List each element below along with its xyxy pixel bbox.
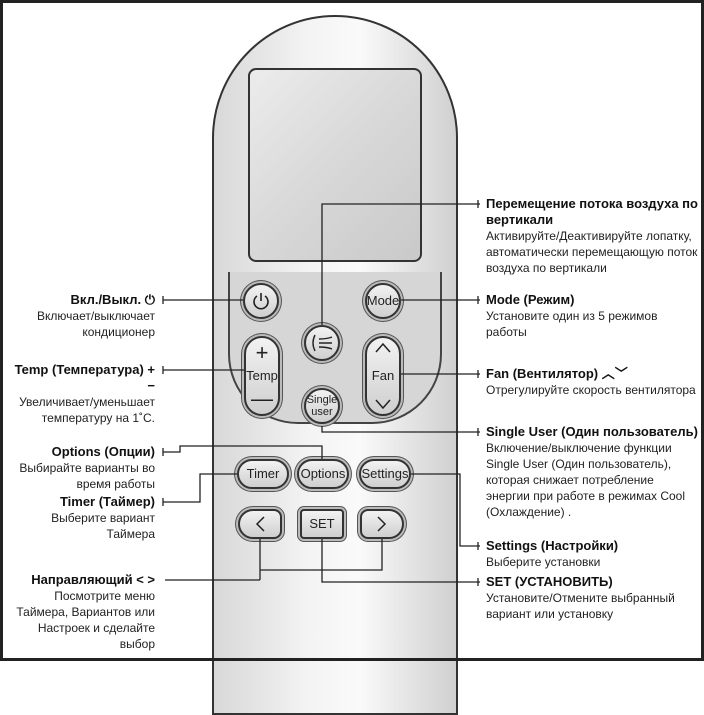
minus-icon: — <box>251 386 273 411</box>
chevron-right-icon <box>377 516 387 532</box>
fan-button[interactable]: Fan <box>365 336 401 416</box>
temp-callout: Temp (Температура) + −Увеличивает/уменьш… <box>14 362 155 425</box>
timer-callout: Timer (Таймер)Выберите вариант Таймера <box>51 494 155 541</box>
single-user-button[interactable]: Single user <box>304 388 340 424</box>
mode-callout: Mode (Режим)Установите один из 5 режимов… <box>486 292 658 339</box>
remote-display <box>248 68 422 262</box>
chevron-left-icon <box>255 516 265 532</box>
mode-button[interactable]: Mode <box>365 283 401 319</box>
options-button[interactable]: Options <box>297 459 349 489</box>
settings-button[interactable]: Settings <box>359 459 411 489</box>
power-icon <box>253 293 269 310</box>
set-callout: SET (УСТАНОВИТЬ)Установите/Отмените выбр… <box>486 574 675 621</box>
left-button[interactable] <box>238 509 282 539</box>
chevron-up-icon <box>375 342 391 353</box>
navigation-callout: Направляющий < >Посмотрите меню Таймера,… <box>16 572 155 651</box>
fan-arrows-icon: ︿﹀ <box>601 366 628 381</box>
airflow-button[interactable] <box>304 325 340 361</box>
right-button[interactable] <box>360 509 404 539</box>
plus-icon: + <box>255 340 269 365</box>
power-icon: ⏻ <box>144 292 155 307</box>
fan-label: Fan <box>371 368 395 383</box>
timer-button[interactable]: Timer <box>237 459 289 489</box>
options-callout: Options (Опции)Выбирайте варианты во вре… <box>19 444 155 491</box>
fan-callout: Fan (Вентилятор) ︿﹀Отрегулируйте скорост… <box>486 366 696 397</box>
chevron-down-icon <box>375 399 391 410</box>
temp-label: Temp <box>246 368 278 383</box>
callout-lines <box>162 200 480 586</box>
power-callout: Вкл./Выкл. ⏻Включает/выключает кондицион… <box>37 292 155 339</box>
power-button[interactable] <box>243 283 279 319</box>
set-button[interactable]: SET <box>300 509 344 539</box>
single-user-callout: Single User (Один пользователь)Включение… <box>486 424 698 519</box>
vertical-airflow-icon <box>312 334 333 352</box>
temp-button[interactable]: + Temp — <box>244 336 280 416</box>
settings-callout: Settings (Настройки)Выберите установки <box>486 538 619 569</box>
